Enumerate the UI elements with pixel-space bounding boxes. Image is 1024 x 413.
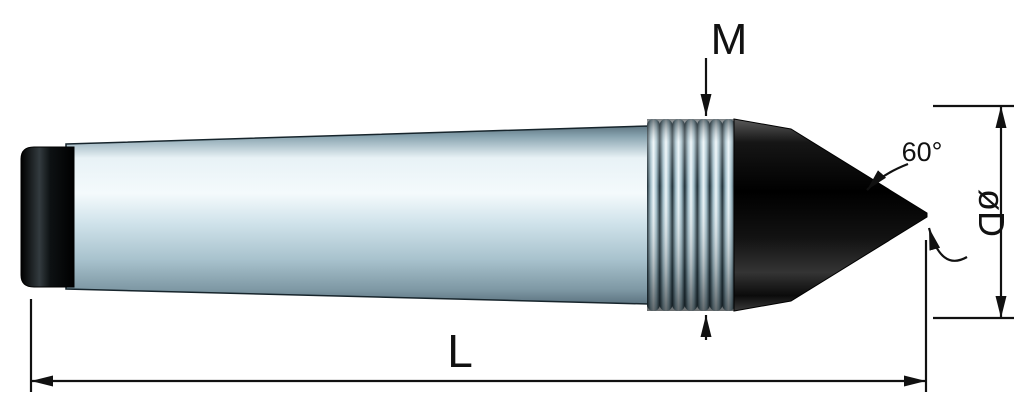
cone-point [733, 118, 928, 312]
thread-shading [647, 119, 735, 311]
shank-body [65, 125, 649, 305]
point-angle-label: 60° [902, 137, 943, 167]
thread-size-label: M [711, 15, 748, 64]
thread-section [647, 119, 735, 311]
diameter-label: øD [971, 189, 1012, 237]
diameter-leader-arrow [927, 227, 968, 262]
left-end-cap [20, 146, 75, 288]
dimension-lines [29, 58, 1014, 392]
angle-leader-arrow [866, 162, 909, 191]
overall-length-label: L [447, 325, 473, 377]
